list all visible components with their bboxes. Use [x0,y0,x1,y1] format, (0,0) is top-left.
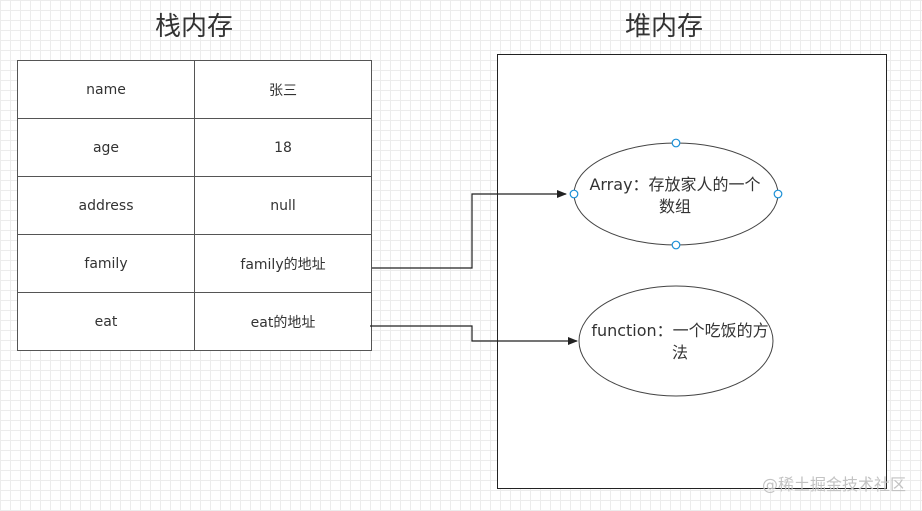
stack-key-cell[interactable]: name [17,60,195,119]
selection-handle-icon[interactable] [773,189,783,199]
stack-memory-title: 栈内存 [155,12,234,42]
stack-value-cell[interactable]: family的地址 [194,234,372,293]
selection-handle-icon[interactable] [671,138,681,148]
function-object-label: function：一个吃饭的方 法 [585,320,775,364]
selection-handle-icon[interactable] [569,189,579,199]
stack-key-cell[interactable]: address [17,176,195,235]
stack-memory-table[interactable]: name 张三 age 18 address null family famil… [17,60,372,351]
function-object-ellipse[interactable] [578,285,774,397]
heap-memory-title: 堆内存 [625,12,704,42]
array-object-label: Array：存放家人的一个 数组 [580,174,770,218]
array-object-label-line1: Array：存放家人的一个 [589,175,761,194]
stack-value-cell[interactable]: null [194,176,372,235]
stack-key-cell[interactable]: eat [17,292,195,351]
stack-row-address[interactable]: address null [17,176,372,235]
stack-row-name[interactable]: name 张三 [17,60,372,119]
watermark-text: @稀土掘金技术社区 [761,475,906,494]
stack-row-family[interactable]: family family的地址 [17,234,372,293]
stack-value-cell[interactable]: eat的地址 [194,292,372,351]
family-reference-arrow[interactable] [372,190,567,269]
stack-value-cell[interactable]: 张三 [194,60,372,119]
stack-value-cell[interactable]: 18 [194,118,372,177]
eat-reference-arrow[interactable] [370,325,578,345]
array-object-label-line2: 数组 [658,197,691,216]
stack-row-eat[interactable]: eat eat的地址 [17,292,372,351]
heap-memory-container[interactable] [497,54,887,489]
function-object-label-line2: 法 [671,343,688,362]
selection-handle-icon[interactable] [671,240,681,250]
stack-row-age[interactable]: age 18 [17,118,372,177]
function-object-label-line1: function：一个吃饭的方 [591,321,769,340]
